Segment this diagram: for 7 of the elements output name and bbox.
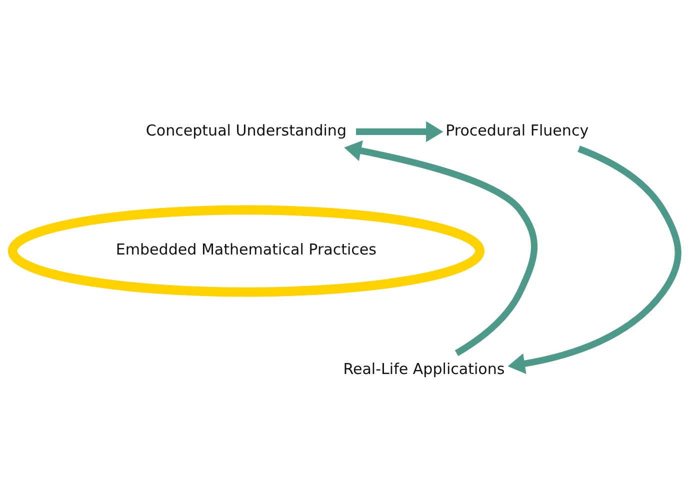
node-text: Real-Life Applications [343, 359, 505, 378]
arrow [344, 140, 538, 356]
arrow [356, 120, 444, 142]
node-text: Procedural Fluency [446, 120, 589, 139]
node-ellipse: Embedded Mathematical Practices [8, 204, 485, 296]
node-text: Conceptual Understanding [146, 120, 347, 139]
arrow [508, 145, 682, 374]
